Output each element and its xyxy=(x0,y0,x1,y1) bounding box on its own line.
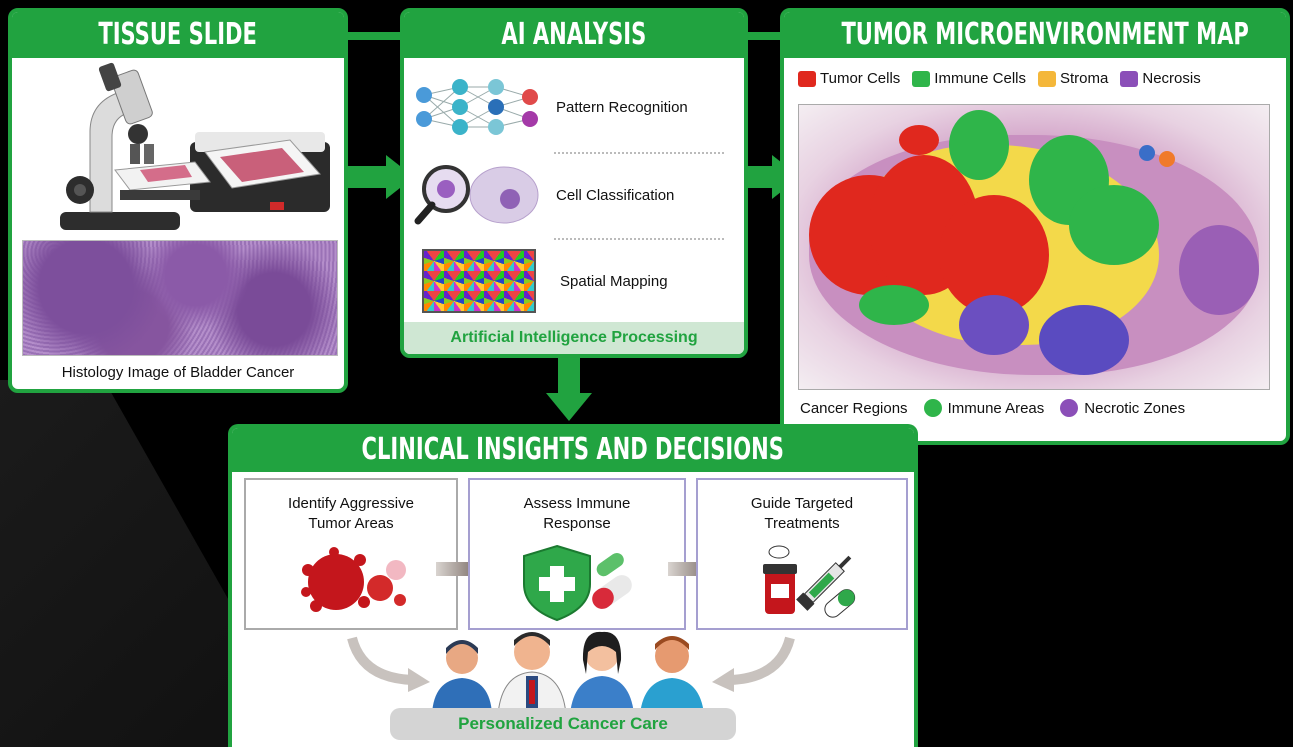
flow-arrow-shaft-2 xyxy=(668,562,704,576)
heatmap-grid-icon xyxy=(422,249,536,313)
personalized-care-label: Personalized Cancer Care xyxy=(390,708,736,740)
flow-arrow-shaft-1 xyxy=(436,562,472,576)
background-shadow xyxy=(0,380,260,747)
arrow-shaft-1 xyxy=(345,166,387,188)
connector-line-1 xyxy=(345,32,405,40)
tissue-slide-caption: Histology Image of Bladder Cancer xyxy=(61,364,295,381)
ai-step-cell-classification: Cell Classification xyxy=(412,160,736,230)
tme-region-labels: Cancer Regions Immune Areas Necrotic Zon… xyxy=(800,399,1185,417)
curved-arrow-left xyxy=(347,636,430,692)
connector-line-2 xyxy=(745,32,785,40)
tumor-cell-icon xyxy=(301,547,406,612)
curved-arrow-right xyxy=(712,636,795,692)
tme-map-title: TUMOR MICROENVIRONMENT MAP xyxy=(784,12,1286,58)
arrow-ai-to-clinical xyxy=(546,393,592,421)
ai-analysis-panel: AI ANALYSIS Pattern Recognition C xyxy=(400,8,748,358)
necrotic-cluster-icon xyxy=(1060,399,1079,417)
medication-syringe-icon xyxy=(763,545,856,618)
clinical-title: CLINICAL INSIGHTS AND DECISIONS xyxy=(232,428,914,472)
shield-pill-icon xyxy=(523,544,632,622)
ai-step-label: Spatial Mapping xyxy=(560,272,668,290)
neural-network-icon xyxy=(416,79,538,135)
legend-item-immune: Immune Cells xyxy=(912,70,1026,87)
arrow-shaft-down xyxy=(558,355,580,395)
region-label-immune: Immune Areas xyxy=(923,399,1044,417)
clinical-panel: CLINICAL INSIGHTS AND DECISIONS Identify… xyxy=(228,424,918,747)
ai-step-label: Pattern Recognition xyxy=(556,98,688,116)
ai-analysis-footer: Artificial Intelligence Processing xyxy=(404,322,744,354)
tissue-slide-title: TISSUE SLIDE xyxy=(12,12,344,58)
ai-analysis-title: AI ANALYSIS xyxy=(404,12,744,58)
microscope-icon xyxy=(60,62,330,230)
tissue-slide-panel: TISSUE SLIDE Histology Image of Bladder … xyxy=(8,8,348,393)
divider xyxy=(554,152,724,154)
histology-image xyxy=(22,240,338,356)
ai-step-pattern-recognition: Pattern Recognition xyxy=(412,72,736,142)
tme-map-image xyxy=(798,104,1270,390)
legend-item-necrosis: Necrosis xyxy=(1120,70,1201,87)
region-label-cancer: Cancer Regions xyxy=(800,399,908,417)
legend-item-tumor: Tumor Cells xyxy=(798,70,900,87)
ai-step-label: Cell Classification xyxy=(556,186,675,204)
tme-map-panel: TUMOR MICROENVIRONMENT MAP Tumor Cells I… xyxy=(780,8,1290,445)
arrow-shaft-2 xyxy=(745,166,775,188)
ai-step-spatial-mapping: Spatial Mapping xyxy=(412,246,736,316)
legend-item-stroma: Stroma xyxy=(1038,70,1108,87)
region-label-necrotic: Necrotic Zones xyxy=(1060,399,1185,417)
immune-cluster-icon xyxy=(923,399,942,417)
magnified-cells-icon xyxy=(414,165,539,225)
care-team-icon xyxy=(432,631,704,714)
tme-legend: Tumor Cells Immune Cells Stroma Necrosis xyxy=(798,70,1201,87)
divider xyxy=(554,238,724,240)
